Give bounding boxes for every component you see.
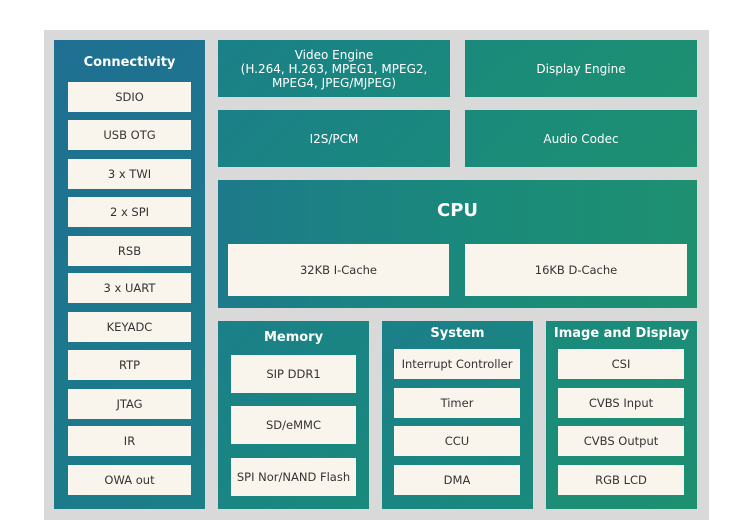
connectivity-title: Connectivity — [83, 55, 176, 70]
display-engine-label: Display Engine — [536, 61, 626, 76]
dcache-cell: 16KB D-Cache — [465, 244, 687, 296]
icache-cell: 32KB I-Cache — [228, 244, 449, 296]
system-block: System Interrupt Controller Timer CCU DM… — [382, 321, 533, 509]
display-engine-block: Display Engine — [465, 40, 697, 97]
connectivity-item-owa: OWA out — [68, 465, 191, 495]
memory-item-emmc: SD/eMMC — [231, 406, 356, 444]
i2s-label: I2S/PCM — [309, 131, 359, 146]
video-engine-title: Video Engine — [294, 47, 374, 62]
image-display-item-csi: CSI — [558, 349, 684, 379]
image-display-item-cvbs-out: CVBS Output — [558, 426, 684, 456]
connectivity-item-twi: 3 x TWI — [68, 159, 191, 189]
audio-codec-block: Audio Codec — [465, 110, 697, 167]
video-engine-formats-1: (H.264, H.263, MPEG1, MPEG2, — [240, 61, 428, 76]
system-item-interrupt: Interrupt Controller — [394, 349, 520, 379]
connectivity-item-rtp: RTP — [68, 350, 191, 380]
video-engine-formats-2: MPEG4, JPEG/MJPEG) — [271, 75, 397, 90]
system-item-dma: DMA — [394, 465, 520, 495]
cpu-block: CPU 32KB I-Cache 16KB D-Cache — [218, 180, 697, 308]
system-item-ccu: CCU — [394, 426, 520, 456]
audio-codec-label: Audio Codec — [543, 131, 619, 146]
memory-block: Memory SIP DDR1 SD/eMMC SPI Nor/NAND Fla… — [218, 321, 369, 509]
video-engine-block: Video Engine (H.264, H.263, MPEG1, MPEG2… — [218, 40, 450, 97]
image-display-item-rgb-lcd: RGB LCD — [558, 465, 684, 495]
image-display-block: Image and Display CSI CVBS Input CVBS Ou… — [546, 321, 697, 509]
cpu-title: CPU — [436, 200, 479, 221]
connectivity-item-usb: USB OTG — [68, 120, 191, 150]
connectivity-item-uart: 3 x UART — [68, 273, 191, 303]
connectivity-item-sdio: SDIO — [68, 82, 191, 112]
memory-item-ddr: SIP DDR1 — [231, 355, 356, 393]
connectivity-block: Connectivity SDIO USB OTG 3 x TWI 2 x SP… — [54, 40, 205, 509]
connectivity-item-jtag: JTAG — [68, 389, 191, 419]
image-display-item-cvbs-in: CVBS Input — [558, 388, 684, 418]
memory-item-flash: SPI Nor/NAND Flash — [231, 458, 356, 496]
connectivity-item-rsb: RSB — [68, 236, 191, 266]
i2s-block: I2S/PCM — [218, 110, 450, 167]
connectivity-item-keyadc: KEYADC — [68, 312, 191, 342]
system-title: System — [430, 326, 485, 341]
memory-title: Memory — [263, 330, 324, 345]
connectivity-item-spi: 2 x SPI — [68, 197, 191, 227]
connectivity-item-ir: IR — [68, 426, 191, 456]
system-item-timer: Timer — [394, 388, 520, 418]
image-display-title: Image and Display — [553, 326, 690, 341]
